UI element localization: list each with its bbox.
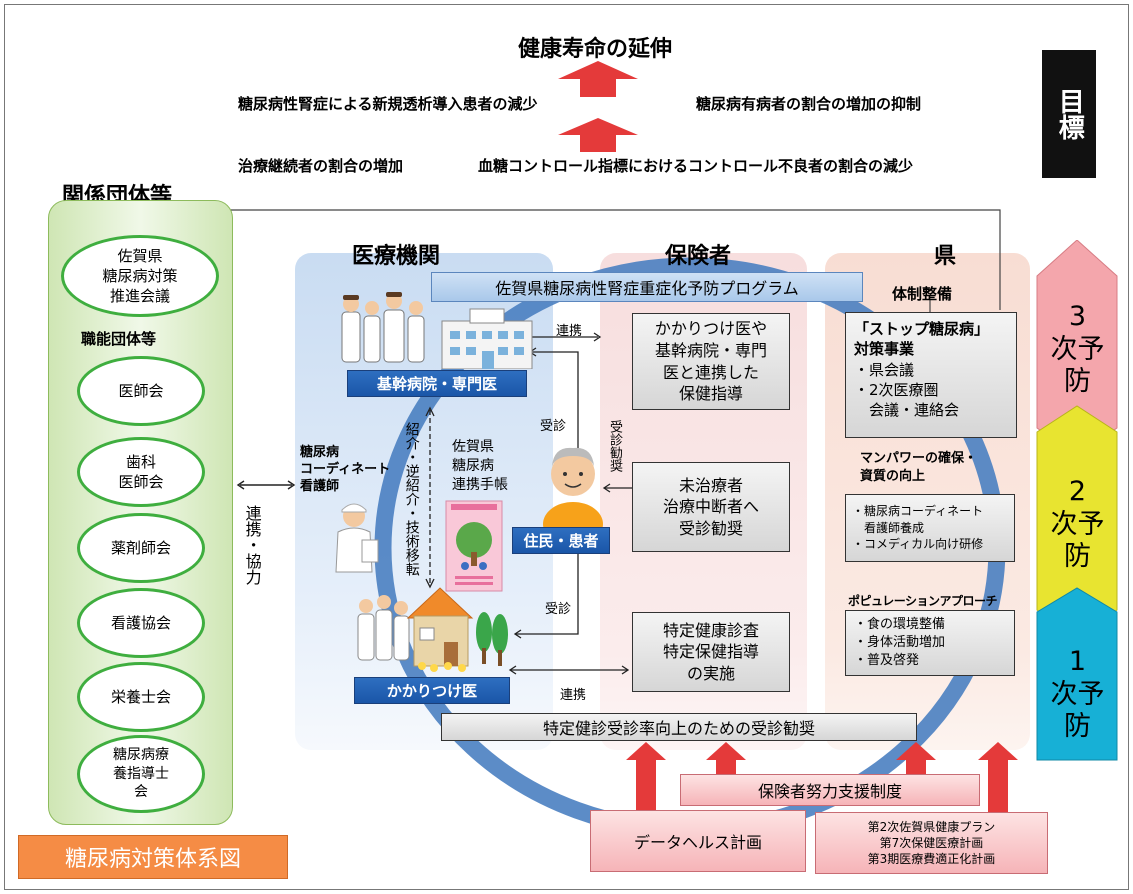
manpower-item: ・糖尿病コーディネート 看護師養成 <box>852 503 984 535</box>
clinic-staff-illustration-icon <box>357 595 410 661</box>
plans-box: 第2次佐賀県健康プラン 第7次保健医療計画 第3期医療費適正化計画 <box>815 812 1048 874</box>
goal-mid-right: 糖尿病有病者の割合の増加の抑制 <box>696 95 922 113</box>
member-ryoyo: 糖尿病療 養指導士 会 <box>77 735 205 813</box>
renkei-bottom-label: 連携 <box>560 688 587 703</box>
jushin-bottom-line <box>515 552 579 635</box>
bottom-up-arrows <box>626 742 1018 812</box>
clinic-label: かかりつけ医 <box>354 677 510 704</box>
notebook-cover-icon <box>445 500 503 592</box>
secondary-arrow-shape <box>1036 405 1118 639</box>
goal-top: 健康寿命の延伸 <box>517 37 672 62</box>
member-eiyoshi: 栄養士会 <box>77 662 205 732</box>
program-bar: 佐賀県糖尿病性腎症重症化予防プログラム <box>431 272 863 302</box>
prevention-arrows <box>1036 240 1118 761</box>
primary-arrow-shape <box>1036 587 1118 761</box>
population-box: ・食の環境整備 ・身体活動増加 ・普及啓発 <box>845 610 1015 676</box>
hokensha-box-2: 未治療者 治療中断者へ 受診勧奨 <box>632 462 790 552</box>
nurse-title: 糖尿病 コーディネート 看護師 <box>300 445 391 494</box>
hokensha-box-1: かかりつけ医や 基幹病院・専門 医と連携した 保健指導 <box>632 313 790 410</box>
member-label: 栄養士会 <box>110 687 171 706</box>
clinic-house-icon <box>406 587 508 672</box>
goal-bottom-right: 血糖コントロール指標におけるコントロール不良者の割合の減少 <box>478 157 914 175</box>
member-kango: 看護協会 <box>77 588 205 658</box>
jushin-top-line <box>530 351 579 495</box>
goal-bottom-left: 治療継続者の割合の増加 <box>238 157 404 175</box>
goal-mid-left: 糖尿病性腎症による新規透析導入患者の減少 <box>238 95 538 113</box>
kansho-label: 受診勧奨 <box>607 420 622 472</box>
member-label: 歯科 医師会 <box>118 452 164 491</box>
referral-label: 紹介・逆紹介・技術移転 <box>403 422 420 576</box>
jushin-top-label: 受診 <box>540 419 567 434</box>
goal-label: 目標 <box>1042 50 1096 178</box>
manpower-item: ・コメディカル向け研修 <box>852 537 984 552</box>
kankei-link-label: 連携・協力 <box>242 505 262 585</box>
member-shika: 歯科 医師会 <box>77 437 205 507</box>
member-label: 医師会 <box>118 381 164 400</box>
member-label: 看護協会 <box>110 613 171 632</box>
stop-item: ・県会議 <box>854 360 915 379</box>
hokensha-box-3: 特定健康診査 特定保健指導 の実施 <box>632 612 790 692</box>
hospital-building-icon <box>441 308 533 369</box>
member-ishikai: 医師会 <box>77 356 205 426</box>
population-item: ・普及啓発 <box>854 653 920 669</box>
member-label: 糖尿病療 養指導士 会 <box>113 746 169 801</box>
stop-item: ・2次医療圏 会議・連絡会 <box>854 380 960 419</box>
plans-text: 第2次佐賀県健康プラン 第7次保健医療計画 第3期医療費適正化計画 <box>867 819 996 867</box>
support-box: 保険者努力支援制度 <box>680 774 980 806</box>
council-oval: 佐賀県 糖尿病対策 推進会議 <box>61 235 219 317</box>
tertiary-label: 3 次予防 <box>1050 301 1105 398</box>
population-title: ポピュレーションアプローチ <box>848 594 998 608</box>
patient-label: 住民・患者 <box>512 527 610 554</box>
stop-box: 「ストップ糖尿病」 対策事業 ・県会議 ・2次医療圏 会議・連絡会 <box>845 312 1017 438</box>
jushin-bottom-label: 受診 <box>545 602 572 617</box>
manpower-title: マンパワーの確保・ 資質の向上 <box>860 451 978 485</box>
kankei-subheading: 職能団体等 <box>81 330 157 348</box>
population-item: ・身体活動増加 <box>854 634 946 650</box>
diagram-frame <box>4 4 1129 890</box>
hokensha-box-3-text: 特定健康診査 特定保健指導 の実施 <box>662 620 759 683</box>
primary-label: 1 次予防 <box>1050 646 1105 743</box>
hokensha-box-1-text: かかりつけ医や 基幹病院・専門 医と連携した 保健指導 <box>654 319 768 404</box>
doctors-illustration-icon <box>341 292 425 363</box>
hospital-label: 基幹病院・専門医 <box>347 370 527 397</box>
renkei-top-label: 連携 <box>556 324 583 339</box>
datahealth-box: データヘルス計画 <box>590 810 806 872</box>
ken-title: 県 <box>934 244 957 269</box>
taisei-label: 体制整備 <box>892 285 953 303</box>
iryo-title: 医療機関 <box>352 244 441 269</box>
manpower-box: ・糖尿病コーディネート 看護師養成 ・コメディカル向け研修 <box>845 494 1015 562</box>
goal-label-text: 目標 <box>1054 88 1085 140</box>
system-label: 糖尿病対策体系図 <box>18 835 288 879</box>
secondary-label: 2 次予防 <box>1050 476 1105 573</box>
member-yakuzaishi: 薬剤師会 <box>77 513 205 583</box>
red-up-arrow-icon <box>558 61 638 97</box>
stop-title: 「ストップ糖尿病」 対策事業 <box>854 320 990 359</box>
red-up-arrow-icon <box>558 118 638 152</box>
jushin-kansho-bar: 特定健診受診率向上のための受診勧奨 <box>441 713 917 741</box>
population-item: ・食の環境整備 <box>854 616 946 632</box>
hokensha-title: 保険者 <box>665 244 732 269</box>
notebook-label: 佐賀県 糖尿病 連携手帳 <box>452 439 508 493</box>
patient-illustration-icon <box>543 447 603 532</box>
nurse-illustration-icon <box>335 503 379 573</box>
hokensha-box-2-text: 未治療者 治療中断者へ 受診勧奨 <box>662 475 759 538</box>
member-label: 薬剤師会 <box>110 538 171 557</box>
council-label: 佐賀県 糖尿病対策 推進会議 <box>102 246 178 306</box>
